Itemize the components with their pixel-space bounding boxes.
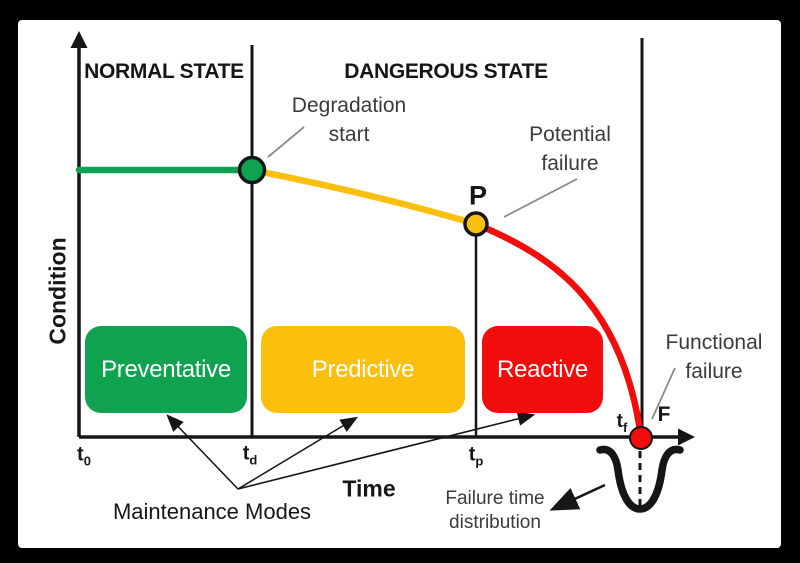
y-axis-arrow-icon (70, 31, 88, 48)
arrow-to-predictive-icon (237, 416, 359, 490)
diagram-canvas (18, 20, 781, 548)
x-axis-title: Time (342, 475, 396, 502)
p-marker-label: P (468, 180, 488, 211)
degradation-start-point (237, 155, 267, 185)
maintenance-modes-title: Maintenance Modes (112, 499, 312, 524)
dangerous-state-label: DANGEROUS STATE (344, 60, 548, 83)
failure-time-distribution-label: Failure time distribution (445, 488, 545, 533)
functional-failure-label: Functional failure (665, 331, 763, 383)
functional-failure-point (629, 426, 653, 450)
functional-leader-line (651, 367, 676, 420)
x-axis-arrow-icon (678, 428, 695, 446)
f-marker-label: F (657, 403, 671, 426)
tick-t0: t0 (77, 443, 91, 469)
y-axis-title: Condition (44, 237, 71, 345)
potential-leader-line (503, 178, 578, 218)
predictive-mode-label: Predictive (311, 355, 415, 383)
tick-tf: tf (616, 411, 628, 435)
failure-distribution-curve (596, 445, 684, 513)
degradation-curve (248, 166, 480, 228)
arrow-to-distribution-label-icon (549, 483, 606, 511)
degradation-leader-line (267, 126, 305, 158)
predictive-mode-box: Predictive (261, 326, 465, 413)
normal-state-label: NORMAL STATE (84, 60, 244, 83)
preventative-mode-label: Preventative (101, 355, 231, 383)
reactive-mode-label: Reactive (497, 355, 588, 383)
preventative-mode-box: Preventative (85, 326, 247, 413)
potential-failure-label: Potential failure (529, 123, 611, 175)
tick-tp: tp (468, 443, 484, 469)
arrow-to-reactive-icon (237, 411, 536, 490)
potential-failure-point (463, 211, 489, 237)
degradation-start-label: Degradation start (291, 94, 407, 146)
tick-td: td (242, 442, 258, 468)
reactive-mode-box: Reactive (482, 326, 603, 413)
failure-curve (472, 220, 645, 441)
arrow-to-preventative-icon (166, 414, 239, 490)
